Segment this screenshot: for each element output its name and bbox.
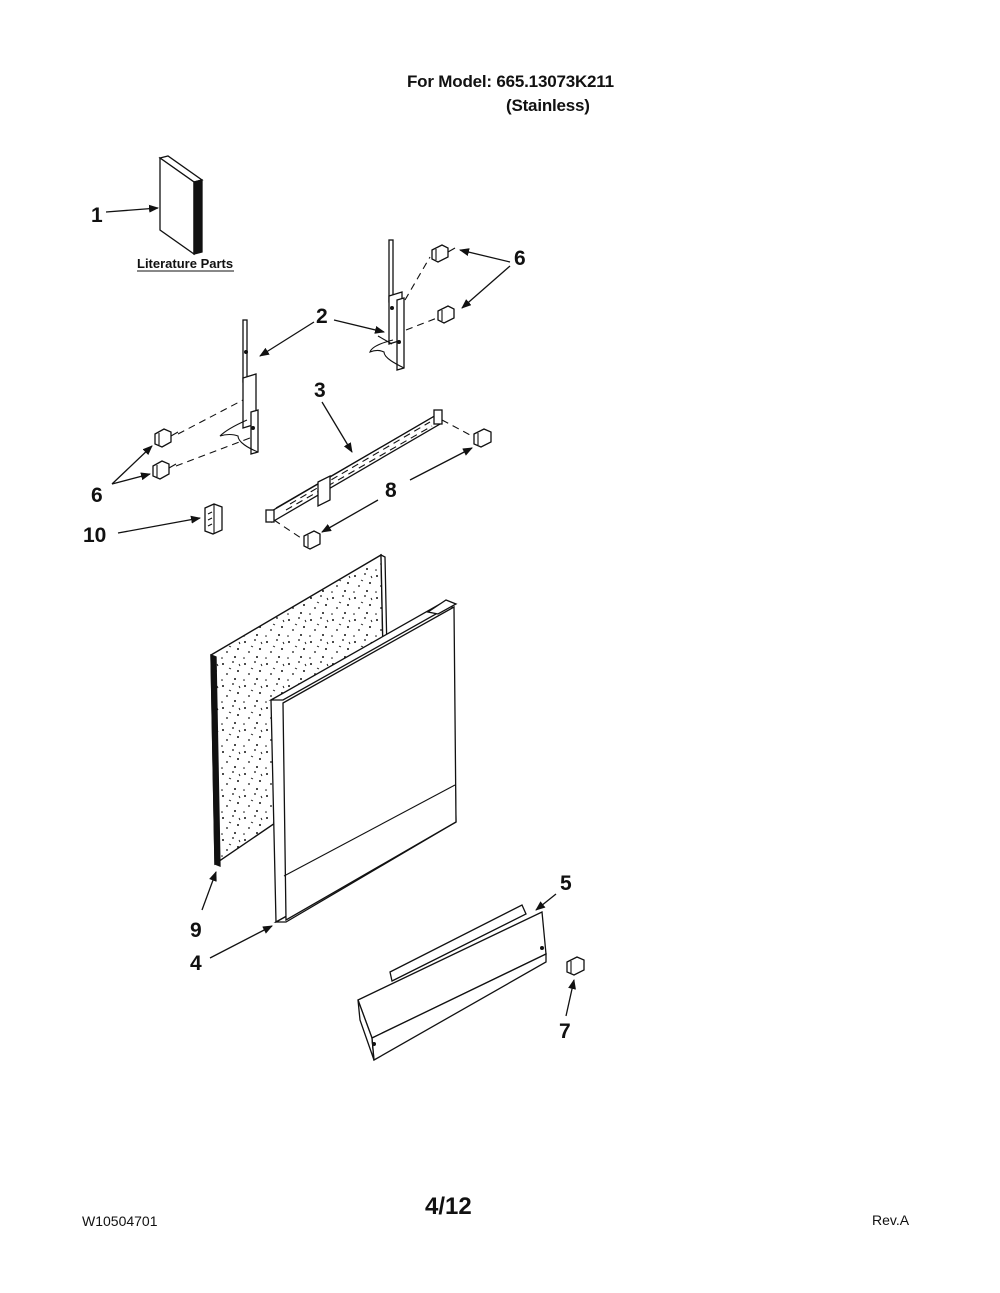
screw-rail-right xyxy=(473,428,492,448)
callout-6-left: 6 xyxy=(91,484,103,507)
literature-parts-label: Literature Parts xyxy=(137,256,233,271)
leader-6-upper xyxy=(459,248,511,263)
leader-5 xyxy=(535,893,557,911)
door-rail xyxy=(265,409,443,524)
leader-8-left xyxy=(321,499,379,533)
screw-rail-left xyxy=(303,530,321,550)
callout-4: 4 xyxy=(190,952,202,975)
finish-subtitle: (Stainless) xyxy=(506,96,590,115)
leader-8-right xyxy=(409,447,473,481)
leader-10 xyxy=(117,515,201,534)
screw-lower-right xyxy=(437,305,455,324)
callout-9: 9 xyxy=(190,919,202,942)
leader-2-left xyxy=(259,321,315,357)
leader-6-lower xyxy=(461,265,511,309)
literature-booklet xyxy=(158,155,204,256)
toe-kick-screw xyxy=(566,956,585,976)
callout-7: 7 xyxy=(559,1020,571,1043)
model-title: For Model: 665.13073K211 xyxy=(407,72,614,91)
callout-10: 10 xyxy=(83,524,106,547)
revision-label: Rev.A xyxy=(872,1212,910,1228)
leader-2-right xyxy=(333,319,385,334)
leader-1 xyxy=(105,204,159,213)
screw-upper-right xyxy=(431,244,456,263)
left-hinge xyxy=(219,319,259,455)
leader-3 xyxy=(321,401,353,453)
callout-6-upper: 6 xyxy=(514,247,526,270)
document-number: W10504701 xyxy=(82,1213,158,1229)
leader-9 xyxy=(201,871,217,911)
door-panel xyxy=(268,599,458,924)
leader-4 xyxy=(209,925,273,959)
callout-3: 3 xyxy=(314,379,326,402)
callout-1: 1 xyxy=(91,204,103,227)
page-number: 4/12 xyxy=(425,1193,472,1220)
screw-lower-left xyxy=(152,460,177,480)
right-hinge xyxy=(369,239,405,371)
callout-2: 2 xyxy=(316,305,328,328)
door-clip xyxy=(204,503,223,535)
leader-6-left-lower xyxy=(111,472,151,485)
toe-kick-panel xyxy=(357,904,547,1062)
screw-upper-left xyxy=(154,428,179,448)
callout-8: 8 xyxy=(385,479,397,502)
callout-5: 5 xyxy=(560,872,572,895)
leader-7 xyxy=(565,979,576,1017)
leader-6-left-upper xyxy=(111,445,153,485)
